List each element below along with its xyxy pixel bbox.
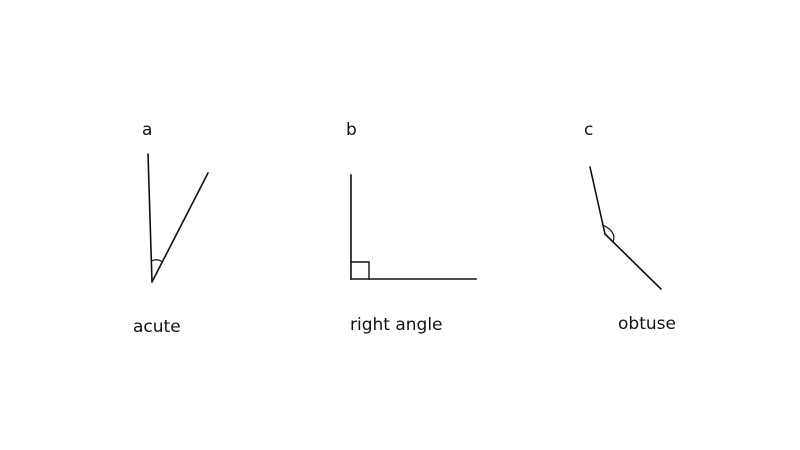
- right-angle-figure: [350, 174, 477, 280]
- panel-label-a: a: [142, 120, 153, 140]
- acute-ray-right: [151, 172, 209, 283]
- right-angle-square-marker: [350, 261, 370, 280]
- acute-ray-left: [147, 153, 153, 283]
- obtuse-ray-upper: [589, 166, 606, 235]
- obtuse-angle-figure: [589, 166, 662, 290]
- caption-acute: acute: [133, 317, 181, 337]
- panel-label-c: c: [584, 120, 594, 140]
- caption-right-angle: right angle: [350, 315, 443, 335]
- acute-angle-figure: [147, 153, 209, 283]
- panel-label-b: b: [346, 120, 357, 140]
- caption-obtuse: obtuse: [618, 314, 676, 334]
- obtuse-ray-lower: [604, 233, 662, 290]
- acute-angle-arc: [150, 259, 164, 263]
- obtuse-angle-arc: [602, 224, 615, 243]
